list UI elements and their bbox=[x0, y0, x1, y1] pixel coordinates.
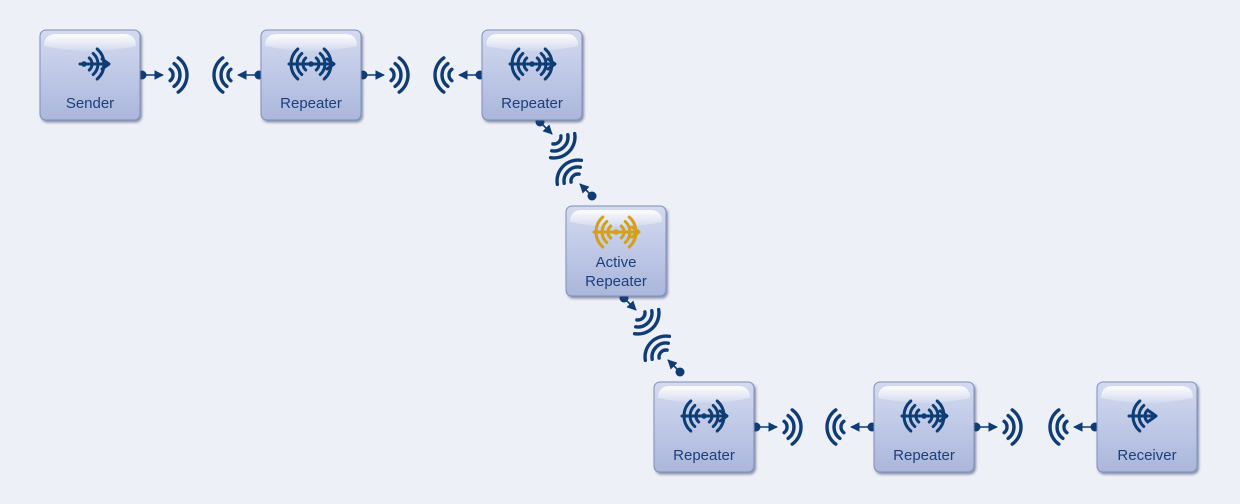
node-receiver[interactable]: Receiver bbox=[1096, 381, 1198, 473]
radio-wave-icon bbox=[168, 56, 189, 94]
bidirectional-signal-icon bbox=[680, 399, 729, 433]
node-label: Receiver bbox=[1117, 447, 1176, 464]
node-label: Repeater bbox=[280, 95, 342, 112]
bidirectional-signal-icon bbox=[900, 399, 949, 433]
node-sender[interactable]: Sender bbox=[39, 29, 141, 121]
node-label: Active bbox=[596, 254, 637, 271]
node-gloss bbox=[486, 34, 578, 51]
node-gloss bbox=[878, 386, 970, 403]
node-box bbox=[260, 29, 362, 121]
bidirectional-signal-icon bbox=[508, 47, 557, 81]
link-repeater-3-to-repeater-4 bbox=[619, 293, 685, 377]
node-label: Repeater bbox=[501, 95, 563, 112]
link-repeater-1-to-repeater-2 bbox=[358, 56, 485, 94]
link-sender-to-repeater-1 bbox=[137, 56, 264, 94]
link-repeater-2-to-repeater-3 bbox=[535, 117, 597, 201]
link-repeater-5-to-receiver bbox=[971, 408, 1100, 446]
node-box bbox=[39, 29, 141, 121]
node-box bbox=[653, 381, 755, 473]
radio-wave-icon bbox=[782, 408, 803, 446]
transmit-arrow-icon bbox=[78, 47, 111, 81]
radio-wave-icon bbox=[433, 56, 454, 94]
node-gloss bbox=[265, 34, 357, 51]
node-repeater-4[interactable]: Repeater bbox=[653, 381, 755, 473]
radio-wave-icon bbox=[1048, 408, 1069, 446]
bidirectional-signal-icon bbox=[592, 215, 641, 249]
radio-wave-icon bbox=[1002, 408, 1023, 446]
radio-wave-icon bbox=[389, 56, 410, 94]
node-label: Sender bbox=[66, 95, 114, 112]
radio-wave-icon bbox=[548, 131, 577, 160]
node-gloss bbox=[658, 386, 750, 403]
node-box bbox=[1096, 381, 1198, 473]
radio-wave-icon bbox=[212, 56, 233, 94]
radio-wave-icon bbox=[825, 408, 846, 446]
node-gloss bbox=[570, 210, 662, 227]
radio-wave-icon bbox=[643, 334, 672, 363]
bidirectional-signal-icon bbox=[287, 47, 336, 81]
node-gloss bbox=[44, 34, 136, 51]
node-box bbox=[565, 205, 667, 297]
receive-arrow-icon bbox=[1127, 399, 1158, 433]
node-repeater-1[interactable]: Repeater bbox=[260, 29, 362, 121]
node-gloss bbox=[1101, 386, 1193, 403]
node-label: Repeater bbox=[673, 447, 735, 464]
link-repeater-4-to-repeater-5 bbox=[751, 408, 877, 446]
node-box bbox=[481, 29, 583, 121]
node-repeater-2[interactable]: Repeater bbox=[481, 29, 583, 121]
node-box bbox=[873, 381, 975, 473]
node-label: Repeater bbox=[893, 447, 955, 464]
radio-wave-icon bbox=[632, 307, 661, 336]
radio-wave-icon bbox=[555, 158, 584, 187]
node-repeater-5[interactable]: Repeater bbox=[873, 381, 975, 473]
node-label: Repeater bbox=[585, 273, 647, 290]
